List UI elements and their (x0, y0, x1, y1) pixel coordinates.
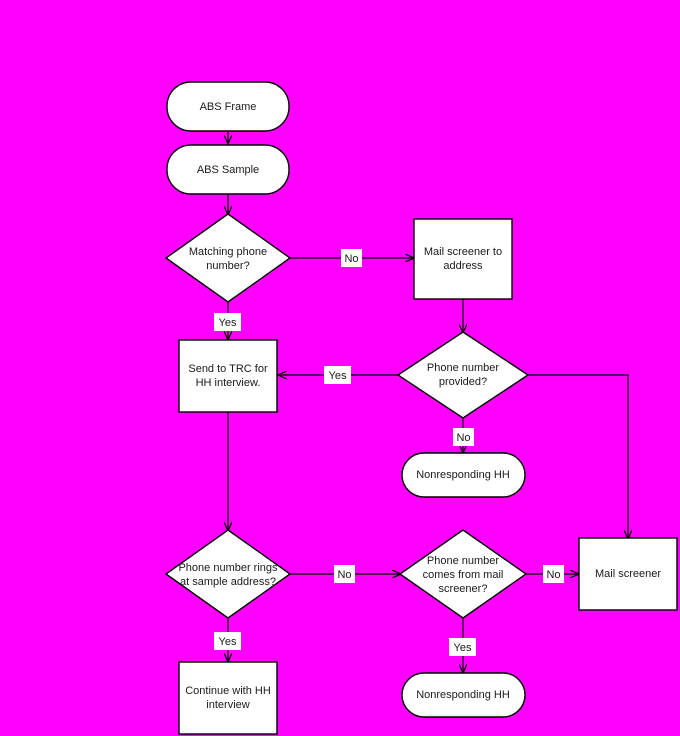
mail-screener-to-address-label-line2: address (443, 260, 483, 272)
edge-label-phone-provided-yes: Yes (324, 366, 351, 384)
abs-frame-shape (166, 81, 290, 132)
edge-label-phone-rings-no: No (334, 565, 355, 583)
node-phone-number-rings[interactable]: Phone number rings at sample address? (164, 529, 292, 619)
edge-label-matching-phone-no-text: No (344, 253, 358, 265)
phone-number-provided-shape (396, 331, 530, 419)
node-phone-number-provided[interactable]: Phone number provided? (396, 331, 530, 419)
continue-with-hh-interview-label-line2: interview (206, 699, 249, 711)
edge-label-comes-from-mail-yes: Yes (449, 638, 476, 656)
edge-label-comes-from-mail-no-text: No (546, 569, 560, 581)
abs-sample-shape (166, 144, 290, 195)
edge-label-matching-phone-no: No (341, 249, 362, 267)
send-to-trc-label-line1: Send to TRC for (188, 363, 268, 375)
nonresponding-hh-bottom-shape (401, 672, 526, 718)
node-mail-screener-to-address[interactable]: Mail screener to address (413, 218, 513, 300)
edge-label-phone-rings-yes-bg (214, 632, 241, 650)
send-to-trc-label-line2: HH interview. (196, 377, 261, 389)
phone-number-provided-label-line2: provided? (439, 376, 487, 388)
phone-number-rings-label-line1: Phone number rings (178, 562, 278, 574)
edge-label-phone-rings-yes: Yes (214, 632, 241, 650)
edge-label-comes-from-mail-yes-text: Yes (454, 642, 472, 654)
comes-from-mail-screener-shape (398, 529, 528, 619)
mail-screener-shape (578, 537, 678, 611)
phone-number-rings-shape (164, 529, 292, 619)
edge-label-matching-phone-yes-text: Yes (219, 317, 237, 329)
edge-label-matching-phone-no-bg (341, 249, 362, 267)
node-send-to-trc[interactable]: Send to TRC for HH interview. (178, 339, 278, 413)
node-nonresponding-hh-bottom[interactable]: Nonresponding HH (401, 672, 526, 718)
phone-number-provided-label-line1: Phone number (427, 362, 499, 374)
edge-label-phone-rings-no-bg (334, 565, 355, 583)
nonresponding-hh-top-label: Nonresponding HH (416, 469, 510, 481)
mail-screener-to-address-shape (413, 218, 513, 300)
abs-frame-label: ABS Frame (200, 101, 257, 113)
edge-label-phone-provided-no-bg (453, 428, 474, 446)
continue-with-hh-interview-shape (178, 661, 278, 735)
edge-label-phone-provided-yes-bg (324, 366, 351, 384)
comes-from-mail-screener-label-line2: comes from mail (423, 569, 504, 581)
node-abs-frame[interactable]: ABS Frame (166, 81, 290, 132)
matching-phone-number-label-line2: number? (206, 260, 249, 272)
edge-label-phone-rings-yes-text: Yes (219, 636, 237, 648)
node-continue-with-hh-interview[interactable]: Continue with HH interview (178, 661, 278, 735)
node-nonresponding-hh-top[interactable]: Nonresponding HH (401, 452, 526, 498)
edge-label-phone-provided-no: No (453, 428, 474, 446)
mail-screener-to-address-label-line1: Mail screener to (424, 246, 502, 258)
continue-with-hh-interview-label-line1: Continue with HH (185, 685, 271, 697)
matching-phone-number-shape (164, 213, 292, 303)
comes-from-mail-screener-label-line1: Phone number (427, 555, 499, 567)
edge-label-comes-from-mail-no-bg (543, 565, 564, 583)
edge-label-comes-from-mail-yes-bg (449, 638, 476, 656)
comes-from-mail-screener-label-line3: screener? (439, 583, 488, 595)
edge-label-matching-phone-yes-bg (214, 313, 241, 331)
send-to-trc-shape (178, 339, 278, 413)
nonresponding-hh-top-shape (401, 452, 526, 498)
mail-screener-label: Mail screener (595, 568, 661, 580)
edge-label-phone-provided-yes-text: Yes (329, 370, 347, 382)
edge-label-matching-phone-yes: Yes (214, 313, 241, 331)
matching-phone-number-label-line1: Matching phone (189, 246, 267, 258)
abs-sample-label: ABS Sample (197, 164, 259, 176)
nonresponding-hh-bottom-label: Nonresponding HH (416, 689, 510, 701)
node-comes-from-mail-screener[interactable]: Phone number comes from mail screener? (398, 529, 528, 619)
edge-label-phone-rings-no-text: No (337, 569, 351, 581)
edge-label-phone-provided-no-text: No (456, 432, 470, 444)
node-mail-screener[interactable]: Mail screener (578, 537, 678, 611)
node-abs-sample[interactable]: ABS Sample (166, 144, 290, 195)
edge-phone-provided-to-mail-screener (528, 374, 628, 538)
edge-label-comes-from-mail-no: No (543, 565, 564, 583)
node-matching-phone-number[interactable]: Matching phone number? (164, 213, 292, 303)
phone-number-rings-label-line2: at sample address? (180, 576, 276, 588)
